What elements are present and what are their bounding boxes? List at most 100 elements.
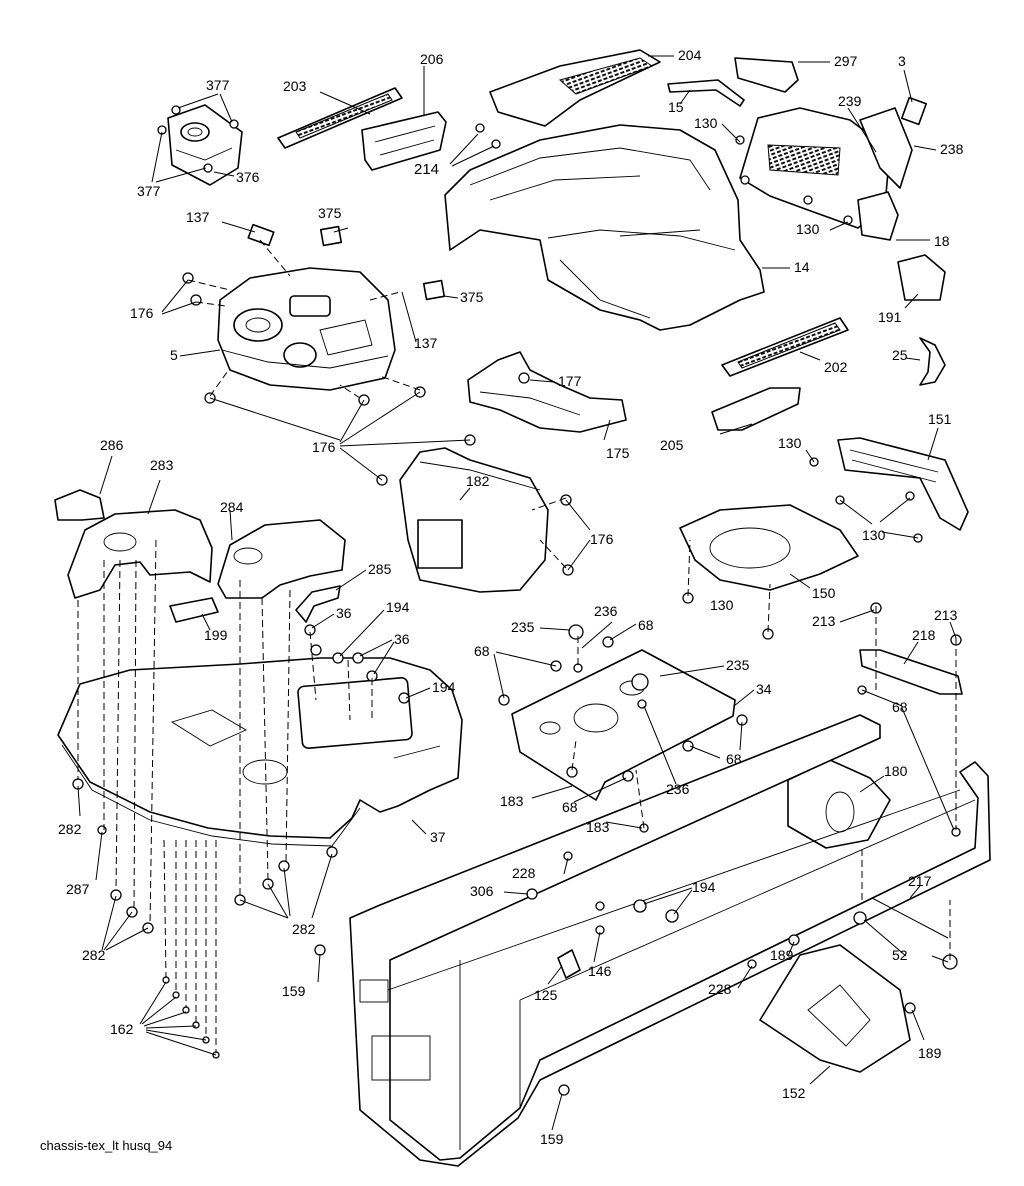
- assembly-lines: [77, 239, 957, 1053]
- grille-202-part: [721, 317, 849, 377]
- handle-205-part: [711, 387, 801, 431]
- callout-label: 282: [58, 821, 82, 837]
- callout-label: 376: [236, 169, 260, 185]
- callout-label: 125: [534, 987, 558, 1003]
- cap-191-part: [897, 254, 946, 301]
- clip-375b-part: [422, 279, 446, 301]
- handle-part: [361, 111, 447, 171]
- callout-label: 204: [678, 47, 702, 63]
- callout-label: 137: [186, 209, 210, 225]
- callout-label: 183: [500, 793, 524, 809]
- callout-label: 176: [312, 439, 336, 455]
- steering-cover-part: [167, 104, 243, 186]
- callout-label: 239: [838, 93, 862, 109]
- callout-label: 282: [292, 921, 316, 937]
- callout-label: 5: [170, 347, 178, 363]
- bracket-218-part: [859, 649, 963, 695]
- callout-label: 68: [562, 799, 578, 815]
- hood-part: [444, 124, 765, 331]
- callout-label: 283: [150, 457, 174, 473]
- callout-label: 235: [511, 619, 535, 635]
- cover-285-part: [295, 585, 341, 623]
- callout-label: 214: [414, 161, 439, 178]
- callout-label: 375: [318, 205, 342, 221]
- callout-label: 183: [586, 819, 610, 835]
- callout-label: 217: [908, 873, 932, 889]
- fender-283-part: [67, 509, 213, 599]
- callout-label: 228: [708, 981, 732, 997]
- grille-strip-part: [277, 87, 403, 149]
- callout-label: 176: [590, 531, 614, 547]
- callout-label: 18: [934, 233, 950, 249]
- vent-cover-part: [489, 49, 661, 127]
- callout-label: 15: [668, 99, 684, 115]
- clip-125-part: [557, 949, 581, 979]
- callout-label: 162: [110, 1021, 134, 1037]
- callout-label: 151: [928, 411, 952, 427]
- callout-label: 37: [430, 829, 446, 845]
- callout-label: 189: [918, 1045, 942, 1061]
- callout-label: 130: [862, 527, 886, 543]
- deck-37-part: [57, 657, 463, 847]
- clip-375-part: [319, 225, 343, 247]
- bracket-151-part: [837, 437, 969, 531]
- callout-label: 228: [512, 865, 536, 881]
- callout-label: 68: [892, 699, 908, 715]
- bracket-137-part: [247, 223, 275, 247]
- bracket-175-part: [467, 351, 627, 433]
- callout-label: 235: [726, 657, 750, 673]
- callout-label: 377: [137, 183, 161, 199]
- callout-label: 182: [466, 473, 490, 489]
- callout-label: 14: [794, 259, 810, 275]
- dash-panel-part: [217, 267, 396, 391]
- callout-label: 68: [638, 617, 654, 633]
- callout-label: 202: [824, 359, 848, 375]
- callout-label: 130: [796, 221, 820, 237]
- callout-label: 130: [694, 115, 718, 131]
- plate-199-part: [169, 597, 219, 623]
- callout-label: 286: [100, 437, 124, 453]
- callout-label: 191: [878, 309, 902, 325]
- cover-182-part: [399, 447, 549, 593]
- callout-label: 3: [898, 53, 906, 69]
- callout-label: 287: [66, 881, 90, 897]
- callout-label: 203: [283, 78, 307, 94]
- callout-label: 194: [432, 679, 456, 695]
- callout-label: 146: [588, 963, 612, 979]
- leader-lines: [77, 55, 957, 1131]
- callout-label: 180: [884, 763, 908, 779]
- callout-label: 137: [414, 335, 438, 351]
- callout-label: 284: [220, 499, 244, 515]
- callout-label: 52: [892, 947, 908, 963]
- callout-label: 213: [812, 613, 836, 629]
- callout-label: 285: [368, 561, 392, 577]
- callout-label: 194: [386, 599, 410, 615]
- callout-label: 68: [726, 751, 742, 767]
- callout-label: 177: [558, 373, 582, 389]
- callout-label: 152: [782, 1085, 806, 1101]
- callout-labels: 377 377 377 376 203 206 204 297 3 15 239…: [58, 47, 964, 1147]
- callout-label: 159: [282, 983, 306, 999]
- callout-label: 199: [204, 627, 228, 643]
- callout-label: 236: [666, 781, 690, 797]
- trim-piece-part: [667, 79, 745, 107]
- callout-label: 130: [778, 435, 802, 451]
- callout-label: 25: [892, 347, 908, 363]
- callout-label: 34: [756, 681, 772, 697]
- clip-25-part: [919, 337, 946, 386]
- rod-217-part: [871, 897, 949, 939]
- callout-label: 297: [834, 53, 858, 69]
- callout-label: 205: [660, 437, 684, 453]
- callout-label: 36: [336, 605, 352, 621]
- callout-label: 375: [460, 289, 484, 305]
- callout-label: 213: [934, 607, 958, 623]
- callout-label: 189: [770, 947, 794, 963]
- cap-part: [734, 57, 799, 93]
- callout-label: 238: [940, 141, 964, 157]
- fender-284-part: [217, 519, 346, 599]
- callout-label: 159: [540, 1131, 564, 1147]
- callout-label: 282: [82, 947, 106, 963]
- callout-label: 150: [812, 585, 836, 601]
- pan-152-part: [759, 944, 911, 1073]
